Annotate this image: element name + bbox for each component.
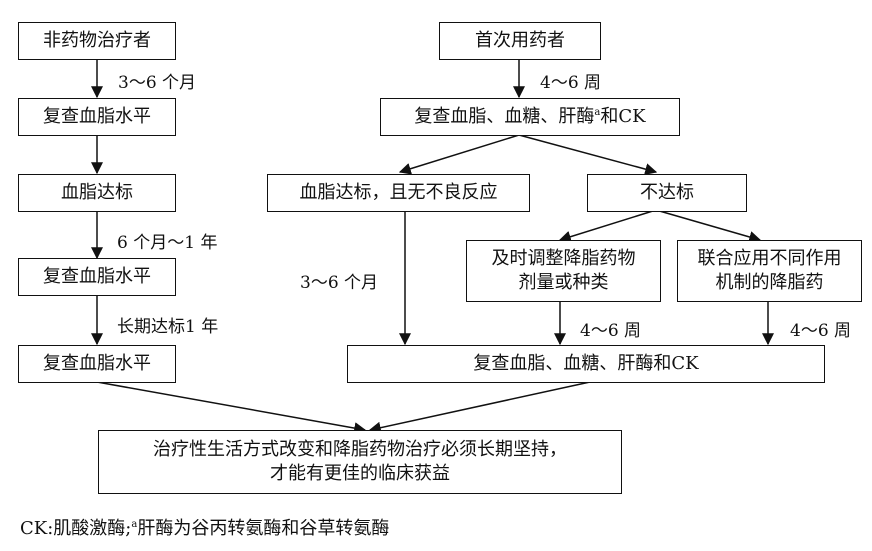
arrow-not-target-to-adjust bbox=[558, 209, 657, 243]
arrow-left-to-final bbox=[96, 381, 367, 435]
box-not-target-text: 不达标 bbox=[640, 181, 694, 203]
arrow-recheck-to-not-target bbox=[518, 134, 658, 175]
box-recheck-all-text: 复查血脂、血糖、肝酶a和CK bbox=[414, 105, 645, 129]
label-long-target: 长期达标1 年 bbox=[117, 317, 219, 337]
footnote-ck: CK:肌酸激酶; bbox=[20, 518, 132, 539]
box-recheck-lipid-2-text: 复查血脂水平 bbox=[43, 265, 151, 287]
box-target-no-adverse: 血脂达标，且无不良反应 bbox=[267, 174, 530, 212]
label-4-6-week-top: 4～6 周 bbox=[540, 73, 602, 93]
footnote: CK:肌酸激酶;a肝酶为谷丙转氨酶和谷草转氨酶 bbox=[20, 514, 389, 540]
label-4-6-week-adjust: 4～6 周 bbox=[580, 321, 642, 341]
recheck-all-pre: 复查血脂、血糖、肝酶 bbox=[414, 105, 595, 127]
recheck-all-post: 和CK bbox=[600, 105, 646, 127]
box-non-drug-text: 非药物治疗者 bbox=[43, 29, 151, 51]
label-3-6-month-right: 3～6 个月 bbox=[300, 273, 379, 293]
box-final-line1: 治疗性生活方式改变和降脂药物治疗必须长期坚持， bbox=[153, 438, 567, 460]
box-combine-line1: 联合应用不同作用 bbox=[697, 247, 842, 269]
arrow-not-target-to-combine bbox=[655, 209, 762, 243]
box-not-target: 不达标 bbox=[587, 174, 747, 212]
box-non-drug: 非药物治疗者 bbox=[18, 22, 176, 60]
box-final-line2: 才能有更佳的临床获益 bbox=[270, 463, 450, 484]
box-recheck-lipid-3: 复查血脂水平 bbox=[18, 345, 176, 383]
box-lipid-target-text: 血脂达标 bbox=[61, 181, 133, 203]
footnote-enzyme: 肝酶为谷丙转氨酶和谷草转氨酶 bbox=[137, 518, 390, 539]
box-recheck-all-2: 复查血脂、血糖、肝酶和CK bbox=[347, 345, 825, 383]
footnote-sup: a bbox=[131, 519, 138, 530]
box-recheck-all-2-text: 复查血脂、血糖、肝酶和CK bbox=[473, 352, 699, 374]
box-recheck-lipid-1-text: 复查血脂水平 bbox=[43, 105, 151, 127]
box-recheck-lipid-2: 复查血脂水平 bbox=[18, 258, 176, 296]
box-recheck-lipid-3-text: 复查血脂水平 bbox=[43, 352, 151, 374]
box-recheck-all: 复查血脂、血糖、肝酶a和CK bbox=[380, 98, 680, 136]
label-6m-1y: 6 个月～1 年 bbox=[117, 233, 218, 253]
box-combine-line2: 机制的降脂药 bbox=[715, 272, 824, 293]
box-target-no-adverse-text: 血脂达标，且无不良反应 bbox=[299, 181, 498, 203]
box-combine-drug: 联合应用不同作用 机制的降脂药 bbox=[677, 240, 862, 302]
box-adjust-line1: 及时调整降脂药物 bbox=[491, 247, 636, 269]
label-3-6-month-left: 3～6 个月 bbox=[118, 73, 197, 93]
box-recheck-lipid-1: 复查血脂水平 bbox=[18, 98, 176, 136]
arrow-recheck-to-target-ok bbox=[398, 134, 520, 175]
box-lipid-target: 血脂达标 bbox=[18, 174, 176, 212]
box-first-med-text: 首次用药者 bbox=[475, 29, 565, 51]
arrow-right-to-final bbox=[368, 381, 591, 434]
box-adjust-drug: 及时调整降脂药物 剂量或种类 bbox=[466, 240, 661, 302]
box-adjust-line2: 剂量或种类 bbox=[518, 272, 609, 293]
recheck-all-sup: a bbox=[594, 106, 601, 118]
label-4-6-week-combine: 4～6 周 bbox=[790, 321, 852, 341]
box-first-med: 首次用药者 bbox=[439, 22, 601, 60]
box-final-conclusion: 治疗性生活方式改变和降脂药物治疗必须长期坚持， 才能有更佳的临床获益 bbox=[98, 430, 622, 494]
